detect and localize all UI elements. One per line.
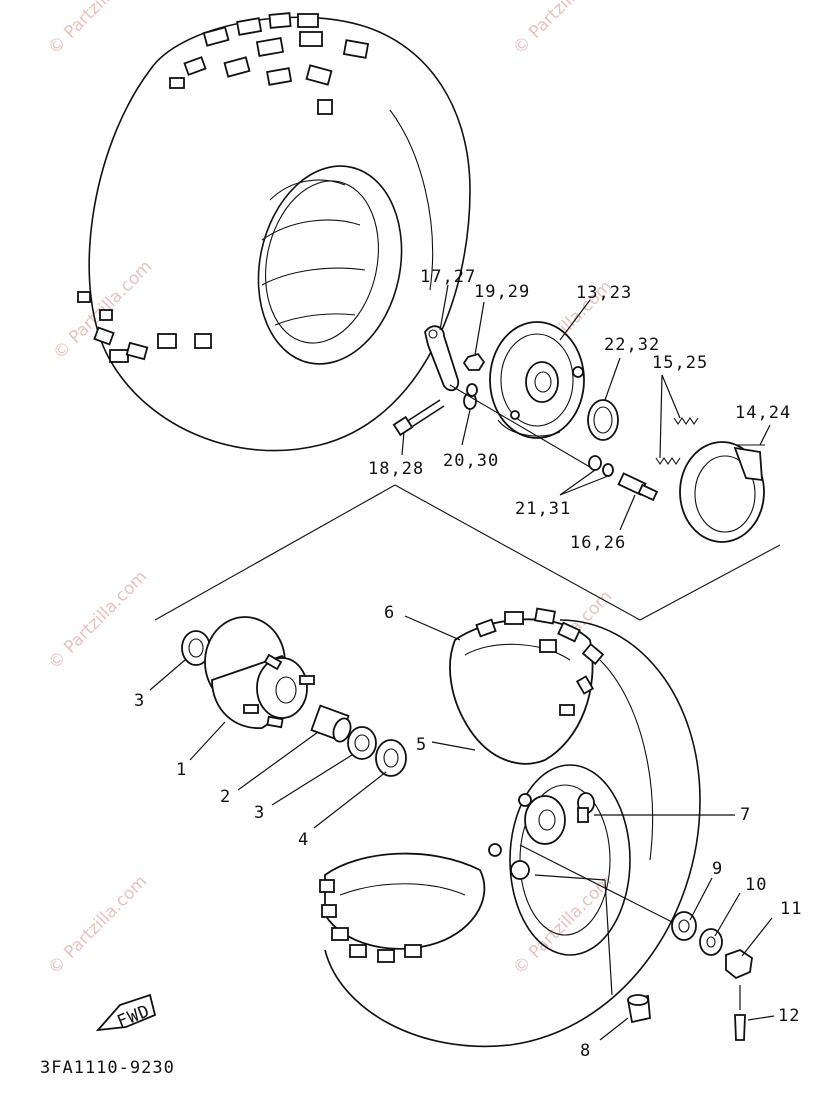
callout-10: 10 bbox=[745, 875, 767, 895]
hub bbox=[204, 616, 315, 729]
washer-10 bbox=[699, 928, 723, 956]
callout-5: 5 bbox=[416, 735, 427, 755]
sensor bbox=[617, 472, 659, 502]
rear-tire-top bbox=[77, 12, 471, 452]
castle-nut bbox=[725, 949, 753, 980]
callout-18-28: 18,28 bbox=[368, 459, 424, 479]
oil-seal bbox=[587, 399, 619, 441]
callout-6: 6 bbox=[384, 603, 395, 623]
callout-9: 9 bbox=[712, 859, 723, 879]
nut bbox=[462, 352, 486, 371]
cotter-pin bbox=[734, 1014, 746, 1041]
spacer bbox=[310, 704, 352, 743]
bearing-lower bbox=[347, 726, 377, 760]
callout-15-25: 15,25 bbox=[652, 353, 708, 373]
o-ring bbox=[588, 455, 602, 471]
callout-3-upper: 3 bbox=[134, 691, 145, 711]
callout-22-32: 22,32 bbox=[604, 335, 660, 355]
valve bbox=[577, 792, 595, 823]
spring-1 bbox=[673, 417, 699, 425]
callout-2: 2 bbox=[220, 787, 231, 807]
callout-7: 7 bbox=[740, 805, 751, 825]
callout-11: 11 bbox=[780, 899, 802, 919]
diagram-code: 3FA1110-9230 bbox=[40, 1058, 175, 1078]
callout-14-24: 14,24 bbox=[735, 403, 791, 423]
brake-cam-lever bbox=[424, 325, 460, 392]
callout-13-23: 13,23 bbox=[576, 283, 632, 303]
watermark-7: © Partzilla.com bbox=[44, 872, 151, 979]
watermark-2: © Partzilla.com bbox=[509, 0, 616, 59]
callout-20-30: 20,30 bbox=[443, 451, 499, 471]
spring-2 bbox=[655, 457, 681, 465]
seal bbox=[375, 739, 407, 777]
wheel-hub-group bbox=[181, 616, 407, 777]
callout-16-26: 16,26 bbox=[570, 533, 626, 553]
callout-21-31: 21,31 bbox=[515, 499, 571, 519]
brake-assembly bbox=[392, 321, 765, 543]
tread-blocks bbox=[77, 12, 370, 363]
small-parts bbox=[626, 911, 753, 1041]
callout-1: 1 bbox=[176, 760, 187, 780]
callout-12: 12 bbox=[778, 1006, 800, 1026]
callout-3-lower: 3 bbox=[254, 803, 265, 823]
brake-shoes bbox=[679, 441, 765, 543]
front-wheel-bottom bbox=[319, 607, 701, 1048]
bolt bbox=[392, 399, 445, 437]
leader-lines bbox=[149, 284, 775, 1041]
watermark-5: © Partzilla.com bbox=[44, 567, 151, 674]
callout-8: 8 bbox=[580, 1041, 591, 1061]
wheel-rim bbox=[488, 764, 631, 956]
brake-shoe-plate bbox=[489, 321, 585, 439]
callout-19-29: 19,29 bbox=[474, 282, 530, 302]
fwd-arrow: FWD bbox=[95, 993, 157, 1032]
callout-4: 4 bbox=[298, 830, 309, 850]
bracket-lines bbox=[154, 484, 781, 621]
callout-labels: 17,27 19,29 13,23 22,32 15,25 14,24 18,2… bbox=[40, 267, 802, 1078]
callout-17-27: 17,27 bbox=[420, 267, 476, 287]
watermark-1: © Partzilla.com bbox=[44, 0, 151, 59]
